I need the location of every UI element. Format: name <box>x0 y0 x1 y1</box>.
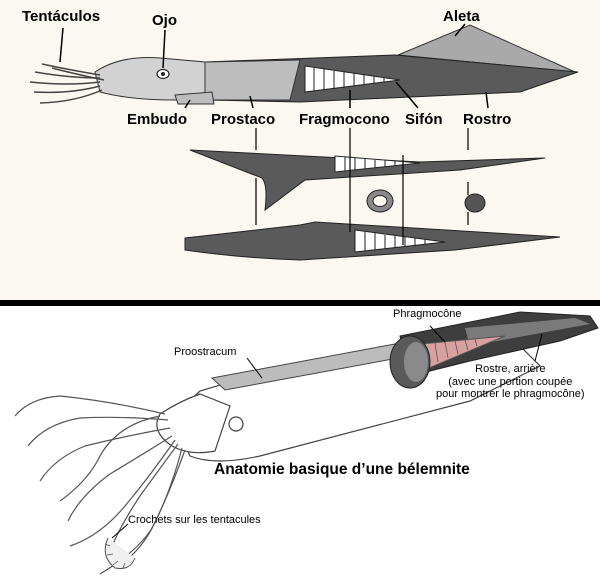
belemnite-diagram <box>14 311 599 575</box>
label-tentaculos: Tentáculos <box>22 8 101 25</box>
label-rostre-line3: pour montrer le phragmocône) <box>436 388 585 401</box>
label-rostro: Rostro <box>463 111 512 128</box>
label-fragmocono: Fragmocono <box>299 111 390 128</box>
label-embudo: Embudo <box>127 111 187 128</box>
head-outline <box>156 393 231 454</box>
squid-side-diagram <box>29 23 579 261</box>
rostrum-section-1 <box>189 149 546 212</box>
label-rostre: Rostre, arrière (avec une portion coupée… <box>436 363 585 401</box>
diagram-title: Anatomie basique d’une bélemnite <box>214 461 470 478</box>
rostrum-dot-section <box>464 193 486 213</box>
pointer-lines-top <box>59 23 489 109</box>
label-sifon: Sifón <box>405 111 443 128</box>
tentacles-shape <box>29 63 105 104</box>
label-proostracum: Proostracum <box>174 346 237 358</box>
pointer-lines-bottom <box>111 325 543 539</box>
label-rostre-line2: (avec une portion coupée <box>448 375 573 388</box>
phragmocone-side <box>304 65 401 93</box>
hooks-shape <box>104 537 136 569</box>
phragmocone-section-2 <box>354 229 446 253</box>
prostaco-shape <box>204 59 301 101</box>
label-phragmocone: Phragmocône <box>393 308 462 320</box>
label-crochets: Crochets sur les tentacules <box>128 514 261 526</box>
eye-outline <box>228 416 244 432</box>
spanish-anatomy-panel: Tentáculos Ojo Aleta Embudo Prostaco Fra… <box>0 0 600 300</box>
connector-lines <box>255 128 469 245</box>
label-rostre-line1: Rostre, arrière <box>475 363 546 375</box>
funnel-shape <box>174 91 215 105</box>
tentacles-outline <box>14 395 186 575</box>
label-aleta: Aleta <box>443 8 480 25</box>
label-prostaco: Prostaco <box>211 111 276 128</box>
panel-divider <box>0 300 600 306</box>
french-anatomy-panel: Phragmocône Proostracum Rostre, arrière … <box>0 306 600 578</box>
label-ojo: Ojo <box>152 12 177 29</box>
phragmocone-section-1 <box>334 155 421 173</box>
